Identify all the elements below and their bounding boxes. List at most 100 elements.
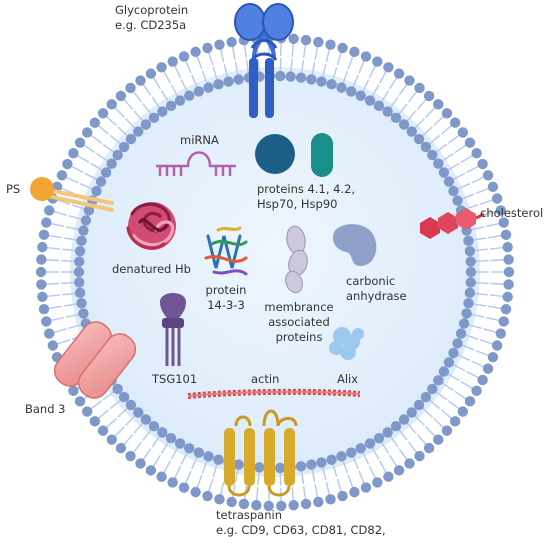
lipid-tail <box>184 59 192 74</box>
lipid-tail <box>474 259 489 263</box>
lipid-tail <box>45 259 60 262</box>
lipid-tail <box>428 134 441 145</box>
lipid-head <box>125 450 136 462</box>
lipid-tail <box>368 465 377 480</box>
proteins-41-label-line1: proteins 4.1, 4.2, <box>257 182 356 196</box>
lipid-tail <box>398 448 408 461</box>
lipid-head <box>502 291 513 303</box>
lipid-tail <box>336 51 343 66</box>
lipid-head <box>213 454 224 465</box>
lipid-head <box>464 137 476 148</box>
lipid-head <box>74 256 85 267</box>
lipid-tail <box>314 45 319 60</box>
lipid-head <box>295 72 307 83</box>
lipid-head <box>503 279 514 290</box>
lipid-head <box>190 46 201 58</box>
lipid-head <box>38 304 50 315</box>
lipid-tail <box>311 61 316 76</box>
lipid-tail <box>201 459 208 474</box>
lipid-head <box>73 266 85 278</box>
lipid-head <box>41 316 52 327</box>
lipid-head <box>448 347 459 359</box>
lipid-tail <box>234 468 239 483</box>
lipid-tail <box>428 399 441 410</box>
lipid-head <box>372 477 383 488</box>
lipid-tail <box>52 328 67 334</box>
lipid-tail <box>191 455 198 470</box>
lipid-head <box>337 42 348 54</box>
lipid-tail <box>231 484 236 499</box>
lipid-tail <box>47 234 62 239</box>
lipid-head <box>441 108 453 119</box>
lipid-head <box>148 420 160 432</box>
lipid-head <box>214 494 225 505</box>
lipid-tail <box>65 313 80 318</box>
lipid-tail <box>347 474 354 489</box>
tsg101-shape <box>160 293 186 366</box>
lipid-head <box>275 462 286 474</box>
lipid-tail <box>62 248 77 252</box>
lipid-tail <box>219 481 225 496</box>
lipid-tail <box>425 106 436 118</box>
lipid-tail <box>380 90 390 103</box>
lipid-tail <box>456 354 471 362</box>
lipid-head <box>449 117 461 128</box>
lipid-tail <box>461 344 475 351</box>
lipid-head <box>383 471 394 482</box>
lipid-head <box>382 427 393 438</box>
lipid-head <box>135 75 146 86</box>
lipid-tail <box>201 70 208 85</box>
lipid-tail <box>302 485 307 501</box>
lipid-tail <box>397 428 408 441</box>
lipid-tail <box>56 199 71 205</box>
lipid-tail <box>291 42 295 57</box>
lipid-head <box>491 340 503 351</box>
lipid-head <box>306 74 317 85</box>
lipid-head <box>423 442 435 454</box>
lipid-head <box>491 193 503 204</box>
lipid-head <box>441 425 453 436</box>
lipid-head <box>452 338 463 349</box>
lipid-head <box>413 133 425 145</box>
lipid-head <box>482 363 494 374</box>
lipid-head <box>178 51 190 62</box>
lipid-tail <box>160 90 170 103</box>
lipid-tail <box>479 339 494 345</box>
lipid-tail <box>435 143 448 154</box>
lipid-tail <box>416 434 427 446</box>
lipid-tail <box>105 115 117 126</box>
lipid-tail <box>109 134 122 145</box>
lipid-head <box>313 36 324 48</box>
lipid-head <box>76 297 87 309</box>
lipid-head <box>74 245 86 257</box>
lipid-tail <box>123 434 134 446</box>
lipid-tail <box>371 84 380 98</box>
lipid-head <box>355 443 366 454</box>
lipid-head <box>443 357 455 368</box>
lipid-head <box>487 181 499 192</box>
lipid-tail <box>407 441 418 454</box>
lipid-head <box>414 82 425 94</box>
lipid-tail <box>456 182 471 190</box>
lipid-head <box>140 414 152 425</box>
lipid-tail <box>170 84 179 98</box>
lipid-tail <box>102 143 115 154</box>
lipid-head <box>125 399 137 411</box>
lipid-tail <box>452 363 466 372</box>
glycoprotein-shape <box>234 3 294 118</box>
lipid-head <box>336 82 347 93</box>
lipid-head <box>471 148 482 159</box>
lipid-tail <box>311 468 316 483</box>
lipid-head <box>398 119 410 130</box>
lipid-head <box>106 434 117 445</box>
lipid-head <box>106 158 117 169</box>
lipid-tail <box>212 463 218 478</box>
lipid-tail <box>433 115 445 126</box>
lipid-head <box>115 90 127 102</box>
lipid-head <box>433 434 444 445</box>
lipid-head <box>420 141 432 153</box>
tetraspanin-label: tetraspanin e.g. CD9, CD63, CD81, CD82, <box>216 508 386 538</box>
lipid-tail <box>361 79 370 93</box>
lipid-head <box>74 277 85 288</box>
lipid-head <box>495 205 506 216</box>
